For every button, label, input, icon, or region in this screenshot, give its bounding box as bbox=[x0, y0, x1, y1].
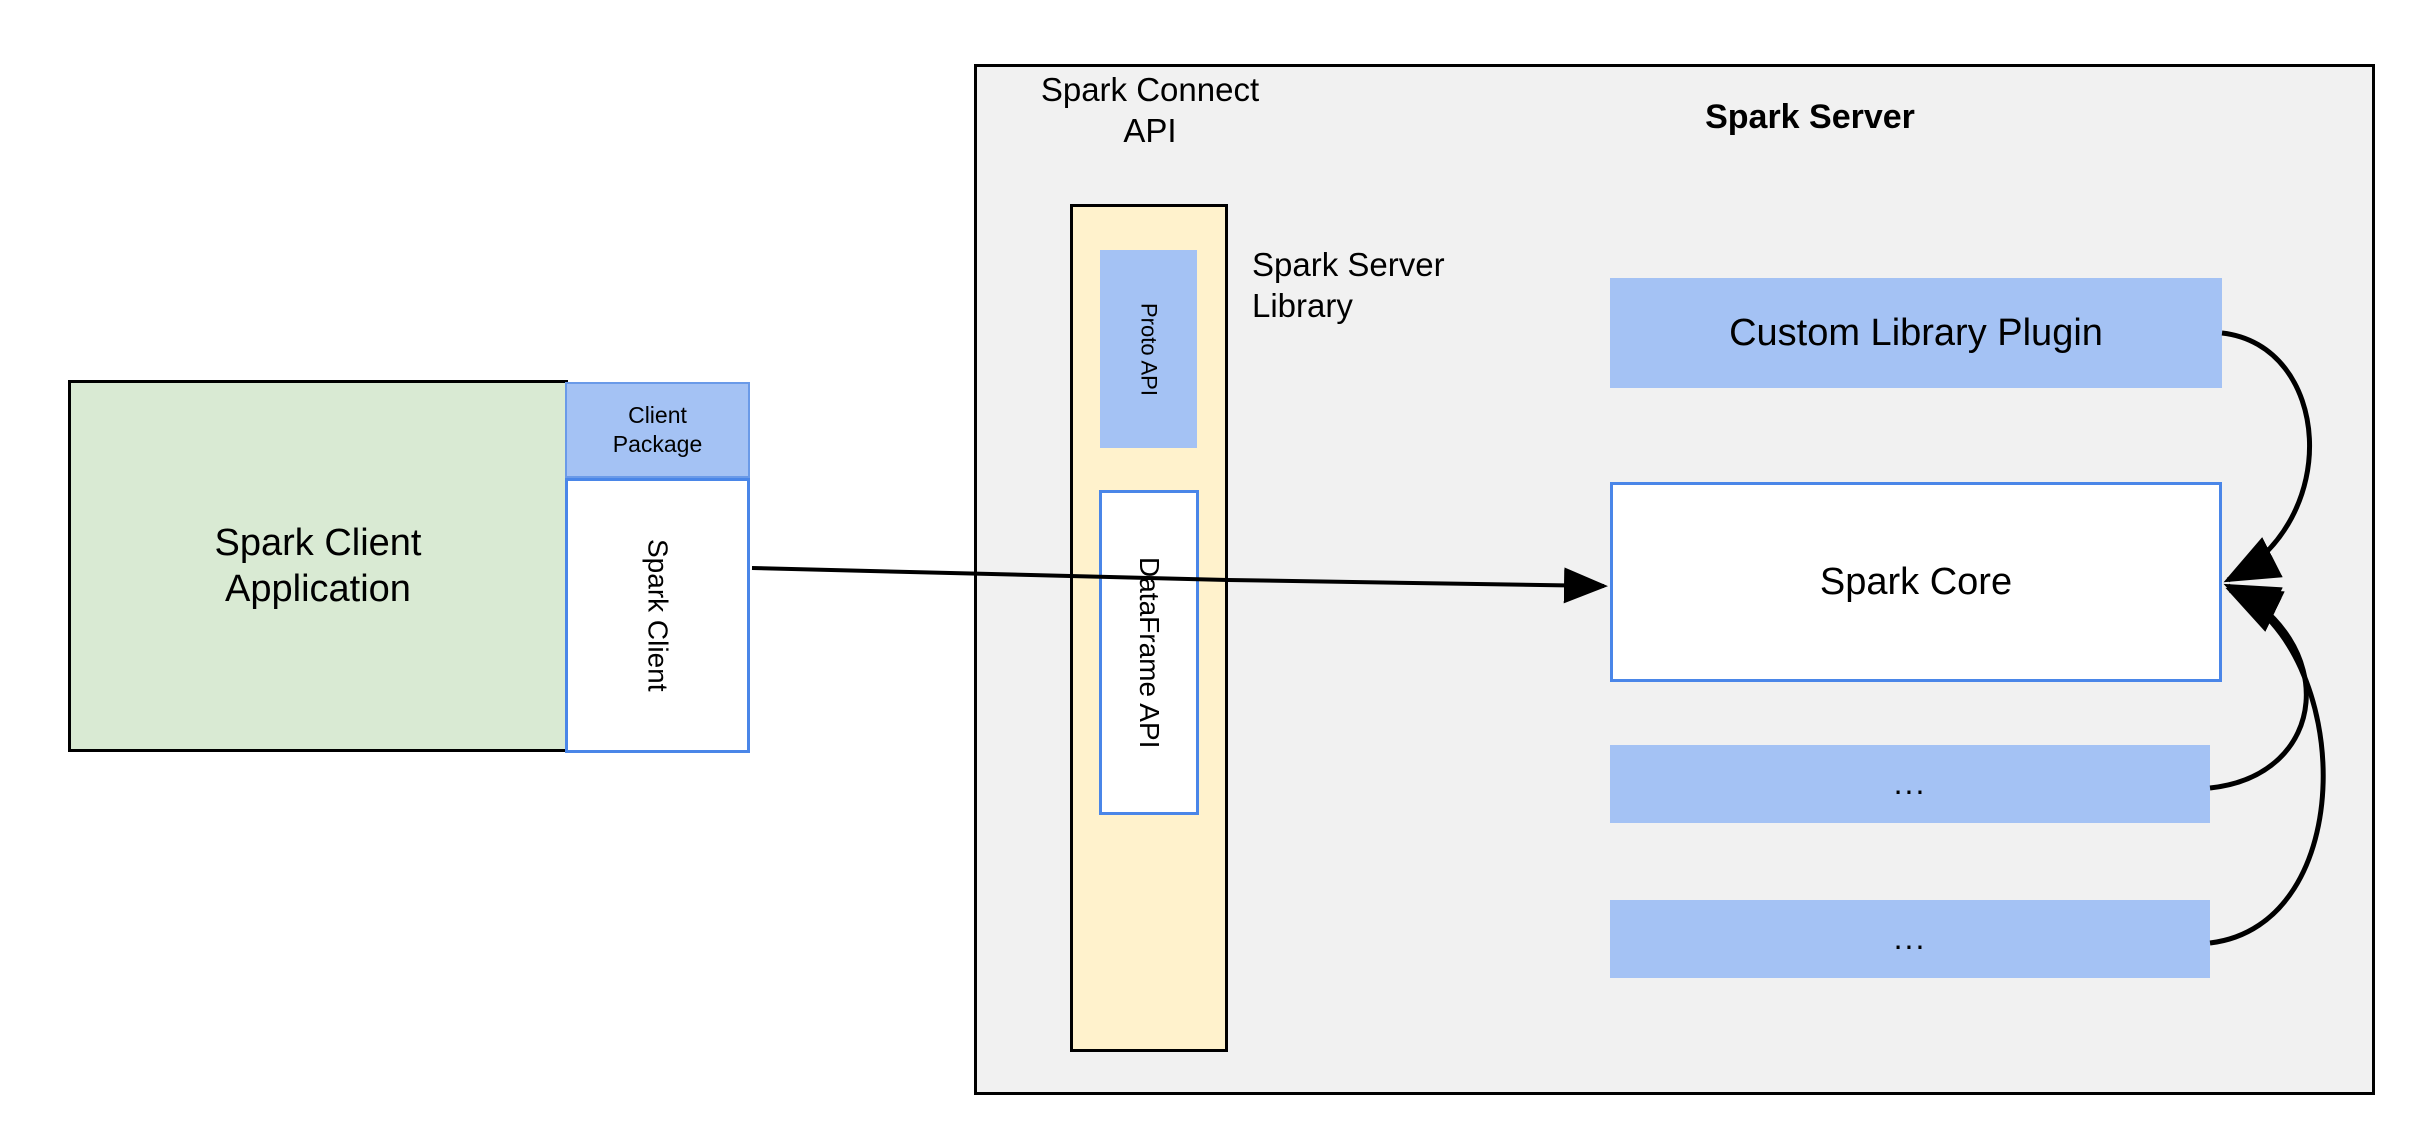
proto-api-label: Proto API bbox=[1136, 302, 1162, 396]
proto-api-box[interactable]: Proto API bbox=[1100, 250, 1197, 448]
spark-server-title: Spark Server bbox=[1705, 98, 1915, 136]
custom-library-plugin-label: Custom Library Plugin bbox=[1729, 311, 2103, 354]
ellipsis-box-1[interactable]: ... bbox=[1610, 745, 2210, 823]
dataframe-api-box[interactable]: DataFrame API bbox=[1099, 490, 1199, 815]
ellipsis-label-1: ... bbox=[1893, 765, 1927, 802]
spark-server-library-label: Spark Server Library bbox=[1252, 246, 1445, 324]
client-package-box[interactable]: Client Package bbox=[565, 382, 750, 478]
spark-core-label: Spark Core bbox=[1819, 560, 2013, 603]
custom-library-plugin-box[interactable]: Custom Library Plugin bbox=[1610, 278, 2222, 388]
dataframe-api-label: DataFrame API bbox=[1134, 556, 1165, 749]
spark-client-box[interactable]: Spark Client bbox=[565, 478, 750, 753]
ellipsis-box-2[interactable]: ... bbox=[1610, 900, 2210, 978]
ellipsis-label-2: ... bbox=[1893, 920, 1927, 957]
spark-core-box[interactable]: Spark Core bbox=[1610, 482, 2222, 682]
spark-connect-api-label: Spark Connect API bbox=[1040, 71, 1260, 149]
client-package-label: Client Package bbox=[612, 402, 703, 457]
spark-client-application-label: Spark Client Application bbox=[214, 521, 422, 610]
spark-client-application-box[interactable]: Spark Client Application bbox=[68, 380, 568, 752]
spark-client-label: Spark Client bbox=[642, 539, 674, 692]
